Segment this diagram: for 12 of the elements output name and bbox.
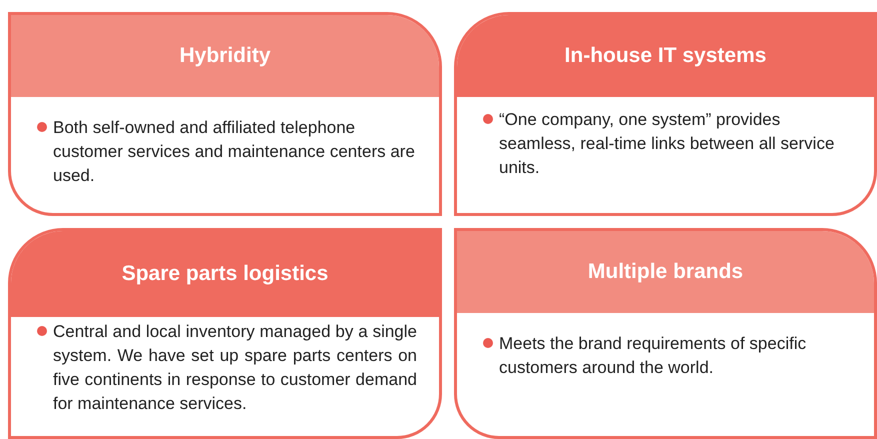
- card-text: Meets the brand requirements of specific customers around the world.: [499, 333, 808, 379]
- card-text: Both self-owned and affiliated telephone customer services and maintenance centers are used.: [53, 117, 416, 187]
- card-heading: Hybridity: [11, 15, 439, 97]
- info-card: [8, 12, 442, 216]
- card-text: “One company, one system” provides seamless, real-time links between all service units.: [499, 109, 836, 179]
- card-text: Central and local inventory managed by a single system. We have set up spare parts centers on five continents in response to customer demand for maintenance services.: [53, 321, 417, 415]
- card-heading: Spare parts logistics: [11, 231, 439, 317]
- info-card: [454, 12, 877, 216]
- card-heading: Multiple brands: [457, 231, 874, 313]
- info-card: [454, 228, 877, 439]
- info-card: [8, 228, 442, 439]
- card-heading: In-house IT systems: [457, 15, 874, 97]
